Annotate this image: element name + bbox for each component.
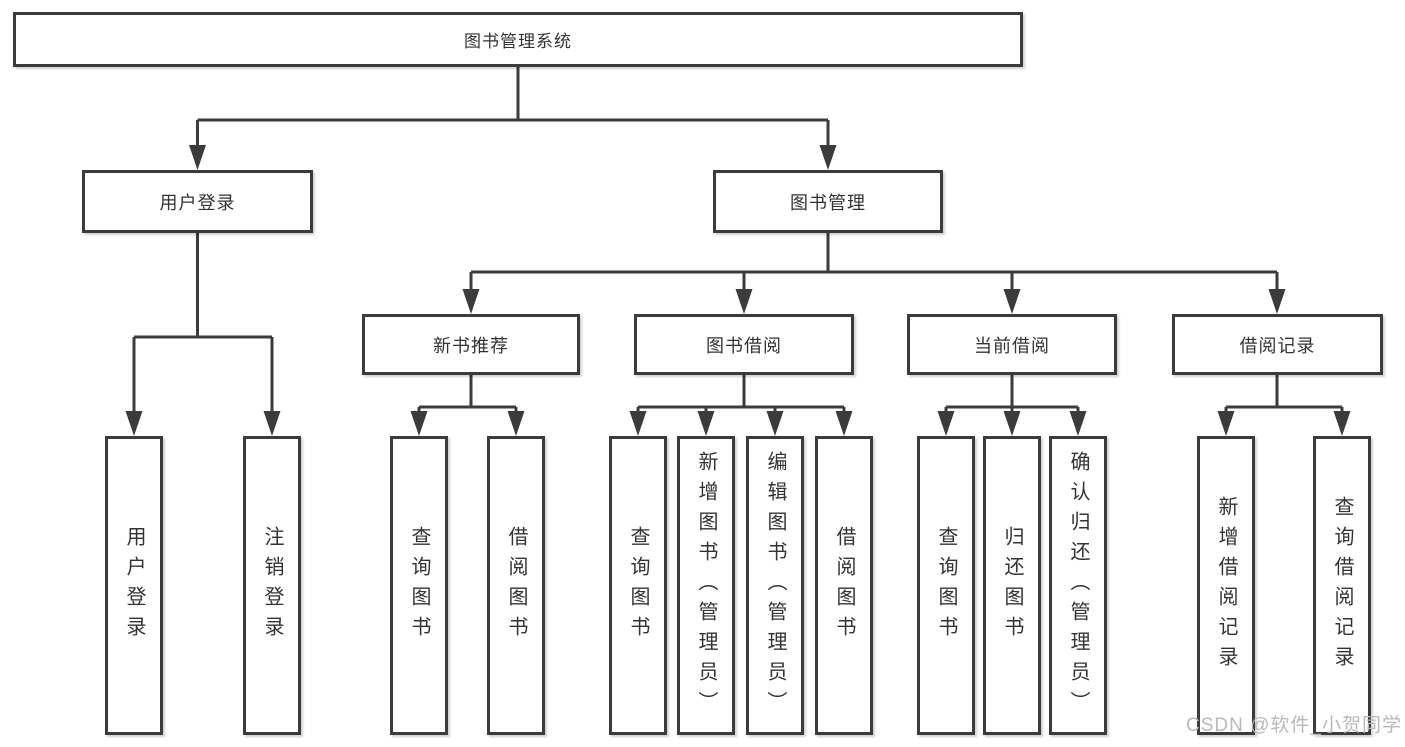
node-label: 确认归还（管理员） <box>1067 450 1089 721</box>
node-label: 借阅图书 <box>833 525 855 646</box>
node-label: 注销登录 <box>261 525 283 646</box>
node-new-book-recommend: 新书推荐 <box>362 314 580 375</box>
connector-book-borrow-to-leaves <box>629 375 853 436</box>
connector-root-to-level2 <box>189 67 837 170</box>
node-leaf-return-books: 归还图书 <box>983 436 1041 735</box>
csdn-watermark: CSDN @软件_小贺同学 <box>1186 715 1402 736</box>
node-leaf-user-login: 用户登录 <box>105 436 163 735</box>
node-label: 查询图书 <box>935 525 957 646</box>
connector-new-book-rec-to-leaves <box>410 375 525 436</box>
node-label: 借阅图书 <box>505 525 527 646</box>
node-leaf-logout: 注销登录 <box>243 436 301 735</box>
node-label: 编辑图书（管理员） <box>764 450 786 721</box>
node-label: 新增借阅记录 <box>1215 495 1237 676</box>
node-current-borrowing: 当前借阅 <box>907 314 1117 375</box>
node-label: 图书管理系统 <box>464 32 572 51</box>
node-label: 归还图书 <box>1001 525 1023 646</box>
node-root-library-management-system: 图书管理系统 <box>13 12 1023 67</box>
node-borrowing-records: 借阅记录 <box>1172 314 1383 375</box>
node-label: 查询图书 <box>627 525 649 646</box>
node-label: 当前借阅 <box>974 335 1050 356</box>
connector-borrow-records-to-leaves <box>1217 375 1351 436</box>
connector-current-borrow-to-leaves <box>937 375 1087 436</box>
node-label: 查询图书 <box>408 525 430 646</box>
node-label: 图书借阅 <box>706 335 782 356</box>
node-leaf-query-books-3: 查询图书 <box>917 436 975 735</box>
node-leaf-add-borrow-record: 新增借阅记录 <box>1197 436 1255 735</box>
node-leaf-add-books-admin: 新增图书（管理员） <box>677 436 735 735</box>
connector-user-login-to-leaves <box>125 233 281 436</box>
node-label: 借阅记录 <box>1239 335 1316 356</box>
node-label: 用户登录 <box>159 192 236 213</box>
node-leaf-edit-books-admin: 编辑图书（管理员） <box>746 436 804 735</box>
connector-book-mgmt-to-level3 <box>462 233 1286 314</box>
node-leaf-query-books-2: 查询图书 <box>609 436 667 735</box>
node-label: 用户登录 <box>123 525 145 646</box>
node-leaf-borrow-books-1: 借阅图书 <box>487 436 545 735</box>
node-leaf-confirm-return-admin: 确认归还（管理员） <box>1049 436 1107 735</box>
node-book-borrowing: 图书借阅 <box>634 314 854 375</box>
node-label: 图书管理 <box>790 192 866 213</box>
node-label: 查询借阅记录 <box>1331 495 1353 676</box>
node-leaf-query-borrow-record: 查询借阅记录 <box>1313 436 1371 735</box>
node-book-management: 图书管理 <box>713 170 943 233</box>
node-user-login: 用户登录 <box>82 170 313 233</box>
node-label: 新增图书（管理员） <box>695 450 717 721</box>
node-leaf-borrow-books-2: 借阅图书 <box>815 436 873 735</box>
node-leaf-query-books-1: 查询图书 <box>390 436 448 735</box>
node-label: 新书推荐 <box>433 335 509 356</box>
